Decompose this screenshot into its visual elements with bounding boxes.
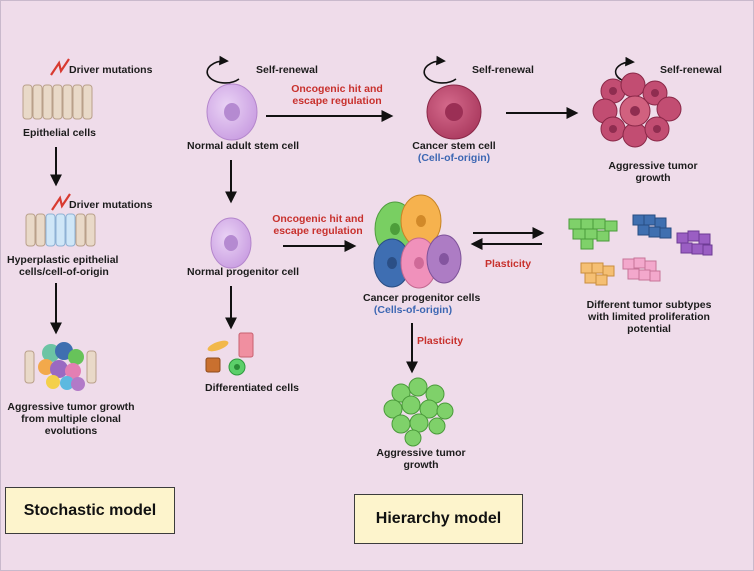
self-renewal-label: Self-renewal bbox=[256, 64, 318, 76]
lightning-icon bbox=[51, 193, 71, 211]
aggressive-tumor-green-icon bbox=[383, 377, 454, 447]
hyperplastic-cells-icon bbox=[25, 213, 96, 247]
self-renewal-label: Self-renewal bbox=[472, 64, 534, 76]
normal-progenitor-cell-label: Normal progenitor cell bbox=[187, 266, 300, 278]
aggressive-clonal-label: Aggressive tumor growth from multiple cl… bbox=[7, 401, 135, 437]
tumor-subtypes-label: Different tumor subtypes with limited pr… bbox=[586, 299, 712, 335]
normal-adult-stem-cell-label: Normal adult stem cell bbox=[187, 140, 300, 152]
self-renewal-loop-icon bbox=[423, 55, 457, 84]
lightning-icon bbox=[50, 58, 70, 76]
plasticity-label: Plasticity bbox=[485, 258, 532, 270]
clonal-tumor-icon bbox=[24, 342, 97, 391]
normal-stem-cell-icon bbox=[206, 83, 258, 141]
oncogenic-hit-label: Oncogenic hit and escape regulation bbox=[272, 213, 364, 237]
stochastic-model-box: Stochastic model bbox=[5, 487, 175, 534]
cancer-stem-cell-icon bbox=[426, 84, 482, 140]
cancer-stem-cell-label: Cancer stem cell (Cell-of-origin) bbox=[412, 140, 496, 164]
aggressive-tumor-pink-icon bbox=[592, 72, 682, 148]
cancer-progenitor-label: Cancer progenitor cells (Cells-of-origin… bbox=[363, 292, 481, 316]
normal-progenitor-cell-icon bbox=[210, 217, 252, 269]
differentiated-cells-icon bbox=[205, 332, 254, 376]
driver-mutations-label: Driver mutations bbox=[69, 64, 153, 76]
cancer-progenitor-cells-icon bbox=[373, 194, 462, 289]
driver-mutations-label: Driver mutations bbox=[69, 199, 153, 211]
differentiated-cells-label: Differentiated cells bbox=[205, 382, 299, 394]
self-renewal-label: Self-renewal bbox=[660, 64, 722, 76]
oncogenic-hit-label: Oncogenic hit and escape regulation bbox=[291, 83, 383, 107]
aggressive-tumor-bottom-label: Aggressive tumor growth bbox=[376, 447, 466, 471]
hierarchy-model-box: Hierarchy model bbox=[354, 494, 523, 544]
aggressive-tumor-top-label: Aggressive tumor growth bbox=[608, 160, 698, 184]
hyperplastic-label: Hyperplastic epithelial cells/cell-of-or… bbox=[7, 254, 119, 278]
epithelial-cells-icon bbox=[22, 84, 93, 120]
tumor-subtypes-icon bbox=[568, 214, 713, 286]
epithelial-cells-label: Epithelial cells bbox=[23, 127, 96, 139]
self-renewal-loop-icon bbox=[206, 55, 240, 84]
plasticity-label: Plasticity bbox=[417, 335, 464, 347]
